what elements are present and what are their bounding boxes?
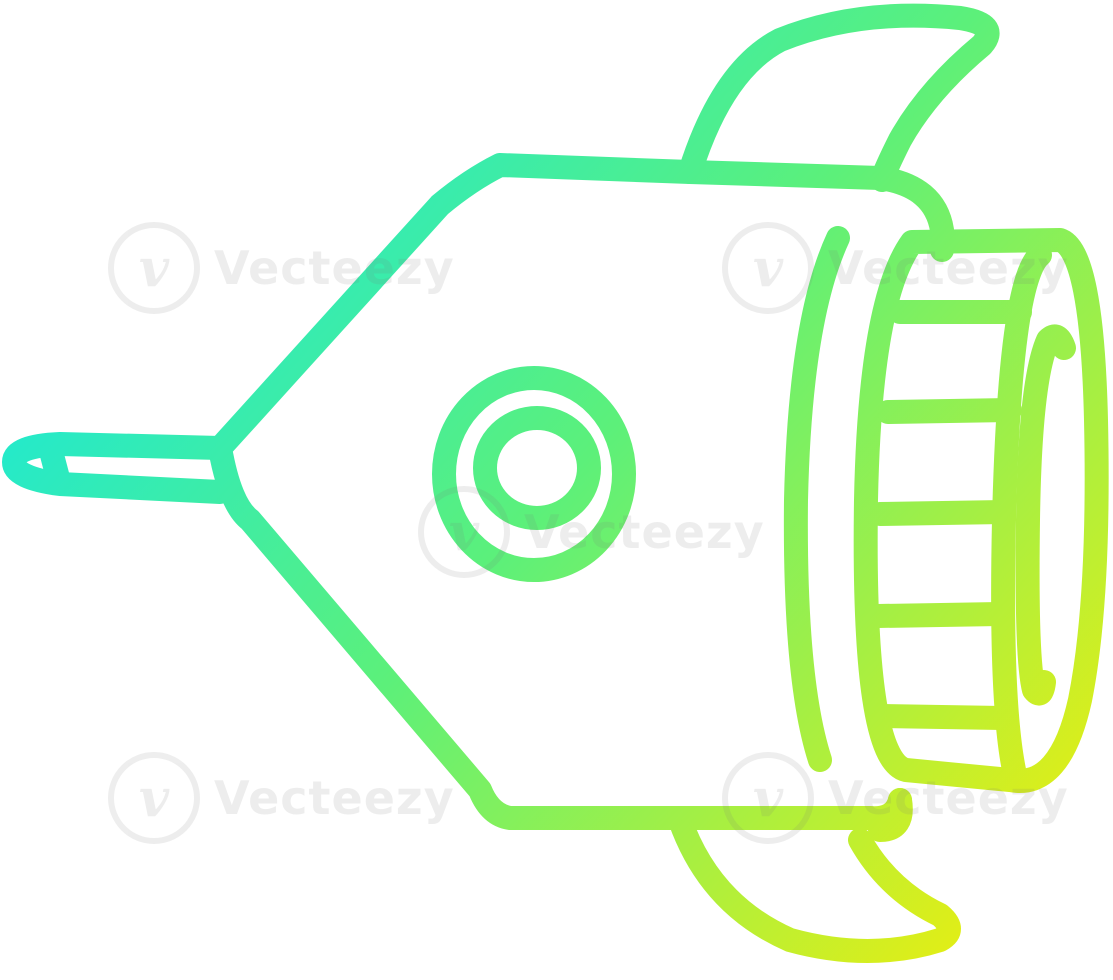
porthole-outer-shape bbox=[432, 366, 636, 582]
engine-rib-shape bbox=[866, 602, 1012, 628]
bottom-fin-shape bbox=[668, 808, 961, 963]
engine-band-shape bbox=[783, 226, 850, 772]
antenna-shape bbox=[2, 432, 232, 504]
porthole-inner-shape bbox=[473, 406, 601, 530]
top-fin-shape bbox=[678, 3, 1000, 192]
engine-rib-shape bbox=[868, 500, 1016, 526]
engine-connector-shape bbox=[868, 788, 913, 842]
engine-housing-shape bbox=[853, 228, 1109, 793]
antenna-tip-shape bbox=[40, 443, 70, 490]
engine-rib-shape bbox=[876, 398, 1022, 424]
nozzle-spiral-shape bbox=[1015, 324, 1076, 706]
engine-rib-shape bbox=[870, 704, 1014, 730]
